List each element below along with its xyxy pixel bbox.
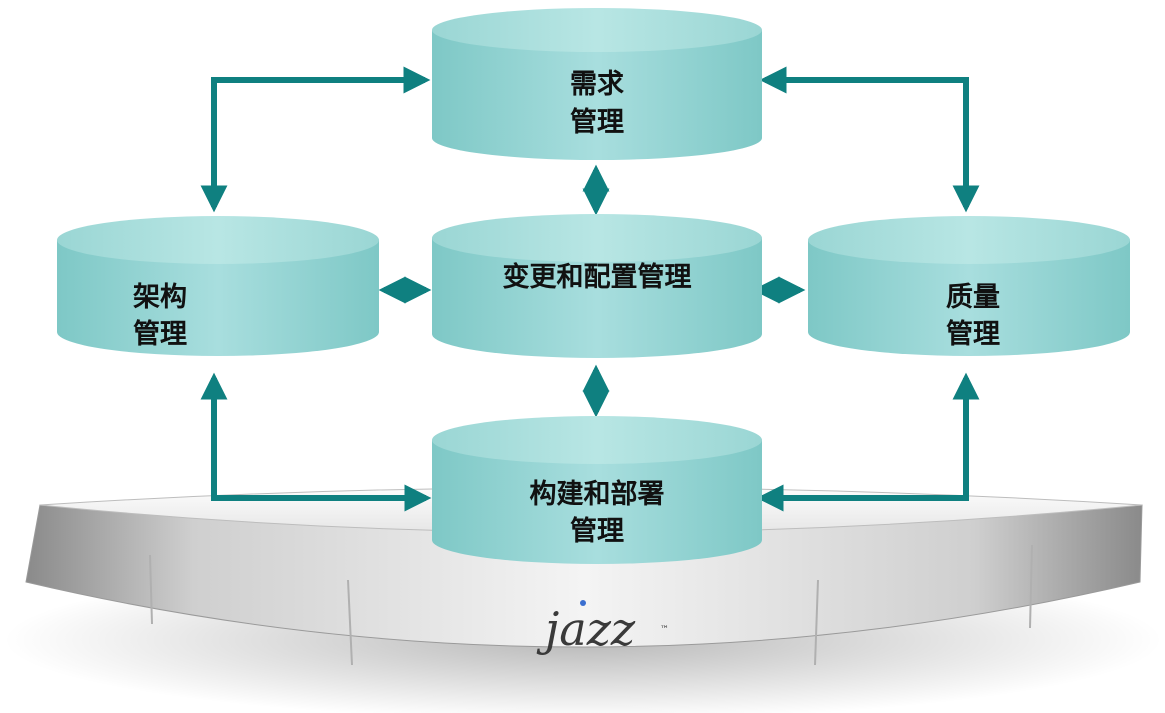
cylinder-body [57,240,379,356]
cylinder-top [432,416,762,464]
cylinder-top [808,216,1130,264]
jazz-logo-dot [580,600,586,606]
arrow-requirements-architecture [200,66,431,213]
cylinder-body [432,30,762,160]
node-requirements-label-line2: 管理 [570,107,624,138]
cylinder-body [808,240,1130,356]
node-quality-label-line2: 管理 [946,319,1000,350]
arrow-architecture-build [200,372,432,512]
platform-segment-lines [149,544,1033,666]
node-architecture: 架构 管理 [57,216,379,356]
node-requirements-label-line1: 需求 [570,69,624,100]
arrow-requirements-quality [759,66,980,213]
node-change-config-label: 变更和配置管理 [503,261,692,293]
cylinder-top [432,8,762,52]
cylinder-body [432,440,762,564]
jazz-logo-trademark: ™ [660,625,669,635]
cylinder-body [432,238,762,358]
cylinder-top [57,216,379,264]
connectors [200,66,980,512]
node-architecture-label-line2: 管理 [133,319,187,350]
cylinder-top [432,214,762,262]
node-architecture-label-line1: 架构 [133,282,187,313]
node-change-config: 变更和配置管理 [432,214,762,358]
node-quality: 质量 管理 [808,216,1130,356]
node-quality-label-line1: 质量 [946,282,1000,313]
node-build-deploy-label-line2: 管理 [570,516,624,547]
node-build-deploy-label-line1: 构建和部署 [530,478,665,510]
node-build-deploy: 构建和部署 管理 [432,416,762,564]
jazz-logo: jazz [536,602,636,656]
arrow-quality-build [756,372,980,512]
node-requirements: 需求 管理 [432,8,762,160]
